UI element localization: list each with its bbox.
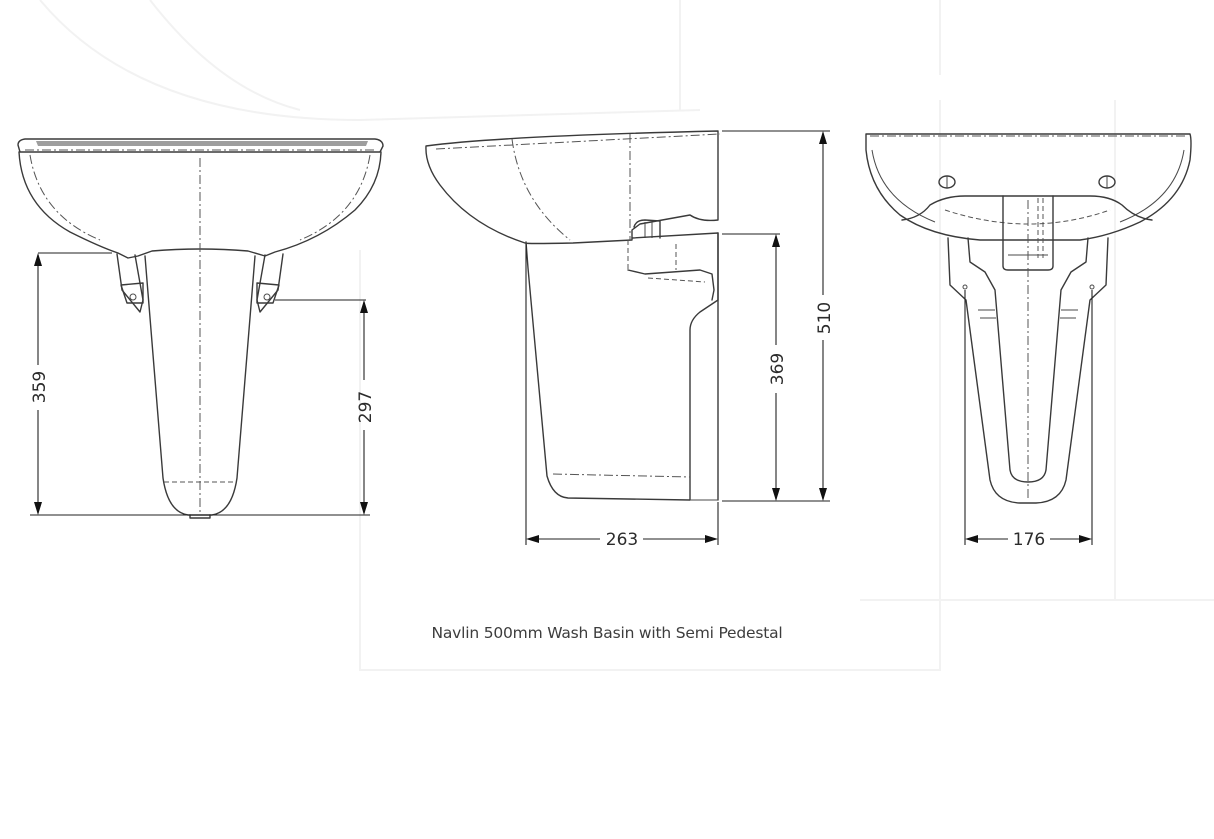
dimension-label-263: 263 <box>606 530 638 550</box>
dimension-510: 510 <box>722 130 835 501</box>
dimension-label-297: 297 <box>356 391 376 423</box>
dimension-297: 297 <box>275 299 376 515</box>
dimension-label-359: 359 <box>30 371 50 403</box>
side-view: 369 510 263 <box>425 130 835 550</box>
dimension-369: 369 <box>722 233 830 502</box>
dimension-label-510: 510 <box>815 302 835 334</box>
dimension-263: 263 <box>525 244 719 550</box>
rear-view: 176 <box>865 133 1192 550</box>
dimension-359: 359 <box>30 252 370 516</box>
dimension-label-176: 176 <box>1013 530 1045 550</box>
drawing-caption: Navlin 500mm Wash Basin with Semi Pedest… <box>431 624 783 642</box>
dimension-176: 176 <box>964 290 1093 550</box>
dimension-label-369: 369 <box>768 353 788 385</box>
background-watermark <box>39 0 1214 671</box>
front-view: 359 297 <box>17 138 384 519</box>
